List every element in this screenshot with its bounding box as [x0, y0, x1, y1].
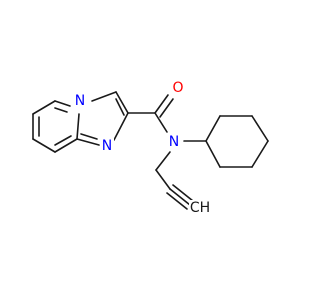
bond [32, 138, 56, 153]
bond [91, 91, 117, 102]
bond [54, 138, 78, 153]
bond [54, 100, 71, 107]
bond [205, 115, 221, 142]
bond [205, 140, 221, 168]
bond [166, 192, 188, 210]
molecule-diagram: N N N O CH [32, 80, 269, 216]
bond [80, 133, 98, 140]
bond [155, 151, 171, 171]
atom-carbonyl-oxygen: O [170, 80, 186, 96]
bond [154, 112, 168, 133]
atom-ring-nitrogen: N [73, 93, 87, 109]
bond [159, 98, 174, 118]
propargyl-chain [155, 151, 194, 210]
bond [155, 169, 171, 190]
atom-alkyne-terminal: CH [189, 200, 211, 216]
bond [154, 94, 169, 114]
structure-drawing: N N N O CH [32, 80, 269, 216]
imidazole-nitrogen-label: N [102, 138, 112, 154]
amide-nitrogen-label: N [169, 134, 179, 150]
bond [169, 188, 191, 206]
bond [76, 113, 80, 140]
bond [115, 91, 129, 114]
alkyne-terminal-label: CH [190, 200, 210, 216]
atom-imidazole-nitrogen: N [100, 138, 114, 154]
carbonyl-oxygen-label: O [172, 80, 183, 96]
ring-nitrogen-label: N [75, 93, 85, 109]
bond [251, 140, 269, 168]
bond [172, 184, 194, 202]
bond [54, 107, 68, 113]
bond [76, 138, 100, 146]
amide-group [127, 94, 174, 133]
bond [115, 98, 125, 116]
bond [113, 112, 129, 141]
bond [251, 115, 269, 142]
bond [32, 100, 56, 115]
pyridine-ring [32, 100, 80, 153]
bond [54, 135, 72, 146]
imidazole-ring [76, 91, 129, 146]
cyclohexyl-ring [183, 115, 269, 168]
atom-amide-nitrogen: N [166, 134, 182, 150]
